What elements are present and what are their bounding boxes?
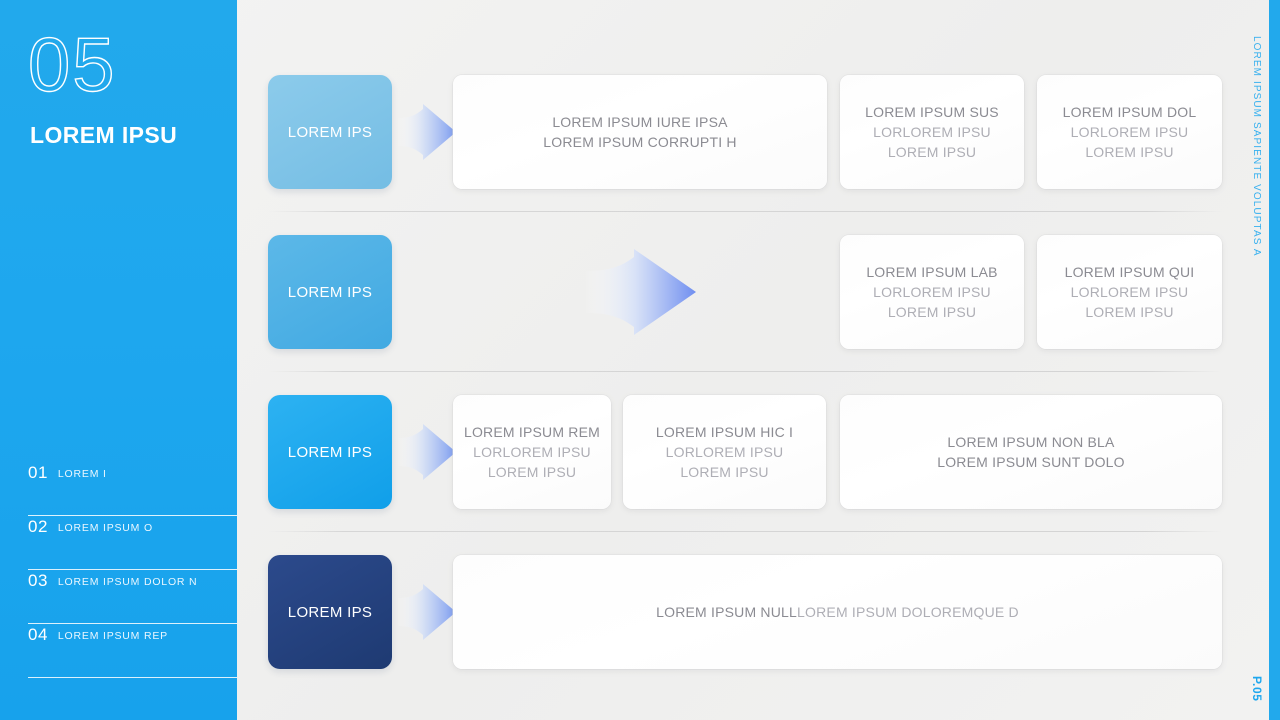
row-1-card-3-line-3: LOREM IPSU	[1085, 144, 1174, 161]
arrow-right-icon	[398, 584, 456, 640]
row-3-card-1-line-3: LOREM IPSU	[487, 464, 577, 481]
row-1-card-1[interactable]: LOREM IPSUM IURE IPSA LOREM IPSUM CORRUP…	[453, 75, 827, 189]
sidebar-item-03-number: 03	[28, 571, 48, 590]
process-row-1: LOREM IPS LOREM IPSUM IURE IPSA	[268, 75, 1222, 189]
section-number: 05	[27, 23, 117, 108]
row-1-card-1-line-1: LOREM IPSUM IURE IPSA	[552, 113, 728, 130]
vertical-side-note: LOREM IPSUM SAPIENTE VOLUPTAS A	[1251, 36, 1262, 257]
row-4-card-1[interactable]: LOREM IPSUM NULLLOREM IPSUM DOLOREMQUE D	[453, 555, 1222, 669]
row-1-tile-label: LOREM IPS	[287, 123, 373, 141]
sidebar-item-01-number: 01	[28, 463, 48, 482]
row-separator-3	[268, 531, 1222, 532]
row-3-card-2-line-3: LOREM IPSU	[680, 464, 769, 481]
row-2-card-2[interactable]: LOREM IPSUM QUI LORLOREM IPSU LOREM IPSU	[1037, 235, 1222, 349]
row-separator-1	[268, 211, 1222, 212]
row-2-card-2-line-2: LORLOREM IPSU	[1070, 283, 1189, 300]
section-title: LOREM IPSU	[30, 122, 178, 148]
row-3-card-3-line-2: LOREM IPSUM SUNT DOLO	[937, 454, 1125, 470]
row-3-tile[interactable]: LOREM IPS	[268, 395, 392, 509]
page-number: P.05	[1250, 676, 1264, 702]
row-4-card-1-line-1: LOREM IPSUM NULL	[656, 604, 798, 620]
sidebar-item-03[interactable]: 03 LOREM IPSUM DOLOR N	[28, 570, 237, 624]
sidebar-item-02-number: 02	[28, 517, 48, 536]
row-4-card-1-text: LOREM IPSUM NULLLOREM IPSUM DOLOREMQUE D	[656, 604, 1019, 620]
row-3-card-3-line-1: LOREM IPSUM NON BLA	[947, 433, 1115, 450]
row-1-tile[interactable]: LOREM IPS	[268, 75, 392, 189]
row-2-card-2-line-3: LOREM IPSU	[1085, 304, 1174, 321]
row-1-card-3-line-2: LORLOREM IPSU	[1070, 123, 1189, 140]
row-1-card-3[interactable]: LOREM IPSUM DOL LORLOREM IPSU LOREM IPSU	[1037, 75, 1222, 189]
row-4-tile[interactable]: LOREM IPS	[268, 555, 392, 669]
row-2-tile-label: LOREM IPS	[287, 283, 373, 301]
sidebar-nav: 01 LOREM I 02 LOREM IPSUM O 03 LOREM IPS…	[28, 462, 237, 678]
row-4-card-1-line-2: LOREM IPSUM DOLOREMQUE D	[797, 604, 1019, 620]
sidebar-item-04-number: 04	[28, 625, 48, 644]
row-1-card-2-line-1: LOREM IPSUM SUS	[865, 103, 999, 120]
sidebar-item-04[interactable]: 04 LOREM IPSUM REP	[28, 624, 237, 678]
row-3-card-3[interactable]: LOREM IPSUM NON BLA LOREM IPSUM SUNT DOL…	[840, 395, 1222, 509]
row-2-card-1[interactable]: LOREM IPSUM LAB LORLOREM IPSU LOREM IPSU	[840, 235, 1024, 349]
row-3-card-2[interactable]: LOREM IPSUM HIC I LORLOREM IPSU LOREM IP…	[623, 395, 826, 509]
sidebar-item-04-label: LOREM IPSUM REP	[57, 630, 168, 642]
process-row-2: LOREM IPS LOREM IPSUM LAB LORLOR	[268, 235, 1222, 349]
process-row-4: LOREM IPS LOREM IPSUM NULLLOREM IPSUM DO	[268, 555, 1222, 669]
row-separator-2	[268, 371, 1222, 372]
row-3-card-1-line-1: LOREM IPSUM REM	[463, 423, 600, 440]
row-3-card-2-line-2: LORLOREM IPSU	[665, 443, 784, 460]
sidebar-item-01[interactable]: 01 LOREM I	[28, 462, 237, 516]
row-2-card-1-line-2: LORLOREM IPSU	[873, 283, 991, 300]
row-3-card-1-line-2: LORLOREM IPSU	[473, 443, 591, 460]
row-2-card-1-line-3: LOREM IPSU	[887, 304, 977, 321]
sidebar: 05 LOREM IPSU 01 LOREM I 02 LOREM IPSUM …	[0, 0, 237, 720]
right-accent-strip	[1269, 0, 1280, 720]
row-4-tile-label: LOREM IPS	[287, 603, 373, 621]
row-3-tile-label: LOREM IPS	[287, 443, 373, 461]
sidebar-item-02[interactable]: 02 LOREM IPSUM O	[28, 516, 237, 570]
arrow-right-icon	[398, 424, 456, 480]
row-3-card-2-line-1: LOREM IPSUM HIC I	[655, 423, 794, 440]
row-2-card-2-line-1: LOREM IPSUM QUI	[1064, 263, 1195, 280]
sidebar-item-03-label: LOREM IPSUM DOLOR N	[57, 576, 198, 588]
row-1-card-1-line-2: LOREM IPSUM CORRUPTI H	[543, 134, 737, 150]
row-1-card-2-line-3: LOREM IPSU	[887, 144, 977, 161]
row-3-card-1[interactable]: LOREM IPSUM REM LORLOREM IPSU LOREM IPSU	[453, 395, 611, 509]
process-row-3: LOREM IPS LOREM IPSUM REM LORLOR	[268, 395, 1222, 509]
row-2-tile[interactable]: LOREM IPS	[268, 235, 392, 349]
row-2-card-1-line-1: LOREM IPSUM LAB	[866, 263, 998, 280]
arrow-right-icon	[398, 104, 456, 160]
sidebar-item-02-label: LOREM IPSUM O	[57, 522, 153, 534]
row-1-card-2-line-2: LORLOREM IPSU	[873, 123, 991, 140]
row-1-card-3-line-1: LOREM IPSUM DOL	[1062, 103, 1197, 120]
arrow-right-large-icon	[586, 249, 696, 335]
row-1-card-2[interactable]: LOREM IPSUM SUS LORLOREM IPSU LOREM IPSU	[840, 75, 1024, 189]
content-area: LOREM IPS LOREM IPSUM IURE IPSA	[237, 0, 1280, 720]
sidebar-item-01-label: LOREM I	[57, 468, 107, 480]
